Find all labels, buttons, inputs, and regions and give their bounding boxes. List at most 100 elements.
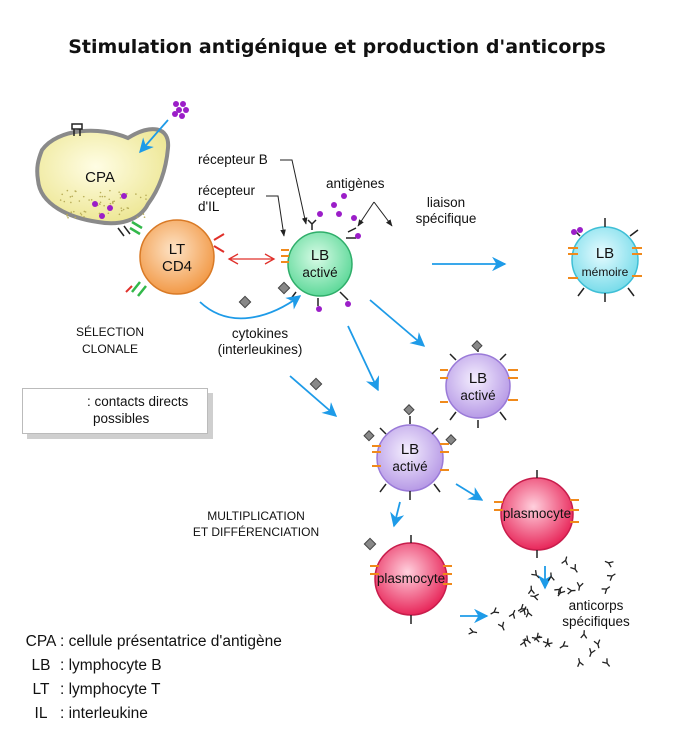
label-multiplication-1: MULTIPLICATION: [207, 509, 305, 523]
lb-activated-cell-3: [363, 404, 457, 500]
lb-activated-3-label-line2: activé: [392, 459, 428, 474]
antibody-icon: [577, 658, 584, 667]
cpa-granule: [79, 212, 82, 215]
cpa-granule: [88, 199, 90, 201]
lt-label-line1: LT: [168, 241, 186, 258]
antibody-icon: [508, 609, 516, 619]
cpa-granule: [142, 213, 145, 215]
antibody-icon: [519, 606, 527, 616]
label-recepteur-b: récepteur B: [198, 152, 268, 167]
antigen-cluster: [172, 101, 189, 119]
diagram-title: Stimulation antigénique et production d'…: [68, 36, 606, 58]
label-anticorps-1: anticorps: [568, 598, 624, 613]
antibody-icon: [519, 638, 527, 648]
cpa-granule: [103, 204, 105, 207]
antibody-icon: [593, 639, 601, 649]
glossary-abbr: IL: [34, 705, 48, 722]
cpa-granule: [135, 193, 137, 195]
cpa-receptor: [71, 123, 131, 237]
antibody-icon: [606, 573, 616, 581]
antibody-icon: [544, 638, 553, 648]
cpa-granule: [120, 207, 123, 209]
antibody-icon: [497, 621, 505, 631]
antibody-icon: [530, 593, 540, 601]
legend-box: : contacts directs possibles: [22, 388, 208, 434]
cpa-granule: [83, 210, 86, 213]
cpa-granule: [139, 196, 142, 199]
cpa-granule: [119, 193, 122, 196]
label-antigenes: antigènes: [326, 176, 385, 191]
plasmocyte-cell-1: [494, 470, 579, 558]
label-multiplication-2: ET DIFFÉRENCIATION: [192, 525, 320, 539]
antibody-icon: [533, 632, 543, 641]
antibody-icon: [468, 627, 478, 635]
cpa-granule: [67, 216, 69, 219]
cpa-granule: [82, 195, 85, 198]
cpa-granule: [145, 198, 147, 200]
cpa-granule: [74, 190, 76, 192]
lb-first-label-line2: activé: [302, 265, 338, 280]
antibody-icon: [561, 556, 568, 566]
cpa-granule: [118, 191, 120, 193]
cpa-granule: [74, 216, 77, 219]
glossary-text: : lymphocyte T: [60, 681, 161, 698]
cpa-granule: [80, 213, 83, 216]
antibody-icon: [570, 564, 578, 573]
flow-arrows: [289, 256, 553, 624]
label-recepteur-il-1: récepteur: [198, 183, 256, 198]
cpa-granule: [73, 210, 75, 213]
cpa-granule: [122, 208, 125, 211]
lb-activated-2-label-line2: activé: [460, 388, 496, 403]
lb-first-cell: [277, 219, 361, 312]
legend-text: : contacts directs possibles: [87, 393, 188, 427]
antibody-icon: [559, 641, 569, 649]
cpa-granule: [98, 203, 101, 205]
antibody-icon: [604, 560, 614, 568]
cpa-granule: [59, 199, 62, 201]
cpa-granule: [112, 202, 114, 204]
glossary-text: : cellule présentatrice d'antigène: [60, 633, 282, 650]
antibody-icon: [531, 570, 540, 579]
plasmocyte-1-label: plasmocyte: [502, 506, 572, 521]
cpa-cell: [35, 127, 171, 226]
label-selection-1: SÉLECTION: [75, 325, 144, 339]
cpa-granule: [109, 202, 112, 205]
glossary-il: IL : interleukine: [22, 704, 148, 724]
cpa-granule: [90, 199, 93, 201]
lb-memory-label-line1: LB: [595, 245, 615, 262]
cpa-granule: [78, 200, 81, 202]
glossary-text: : lymphocyte B: [60, 657, 162, 674]
lb-memory-cell: [568, 218, 642, 302]
antibody-cloud: [468, 556, 616, 667]
label-liaison-2: spécifique: [415, 211, 477, 226]
antibody-icon: [554, 586, 563, 595]
label-liaison-1: liaison: [426, 195, 466, 210]
plasmocyte-2-label: plasmocyte: [376, 571, 446, 586]
glossary-text: : interleukine: [60, 705, 148, 722]
cpa-granule: [145, 194, 147, 197]
cpa-granule: [118, 213, 121, 216]
cpa-granule: [70, 201, 72, 204]
label-cytokines-2: (interleukines): [217, 342, 303, 357]
cpa-granule: [61, 193, 63, 196]
antibody-icon: [517, 603, 527, 612]
cpa-granule: [108, 198, 111, 201]
lb-memory-label-line2: mémoire: [581, 265, 629, 279]
cpa-granule: [136, 216, 139, 218]
label-selection-2: CLONALE: [81, 342, 139, 356]
antibody-icon: [525, 608, 533, 618]
lb-activated-3-label-line1: LB: [400, 441, 420, 458]
antibody-icon: [557, 587, 566, 597]
label-anticorps-2: spécifiques: [562, 614, 630, 629]
cpa-granule: [113, 200, 116, 203]
glossary-cpa: CPA: cellule présentatrice d'antigène: [22, 632, 282, 652]
antibody-icon: [580, 630, 588, 639]
cpa-granule: [126, 207, 129, 209]
cpa-granule: [120, 209, 123, 212]
cpa-granule: [83, 215, 85, 218]
cpa-granule: [63, 200, 66, 203]
antibody-icon: [589, 648, 596, 657]
contact-arrow-main: [227, 253, 276, 265]
